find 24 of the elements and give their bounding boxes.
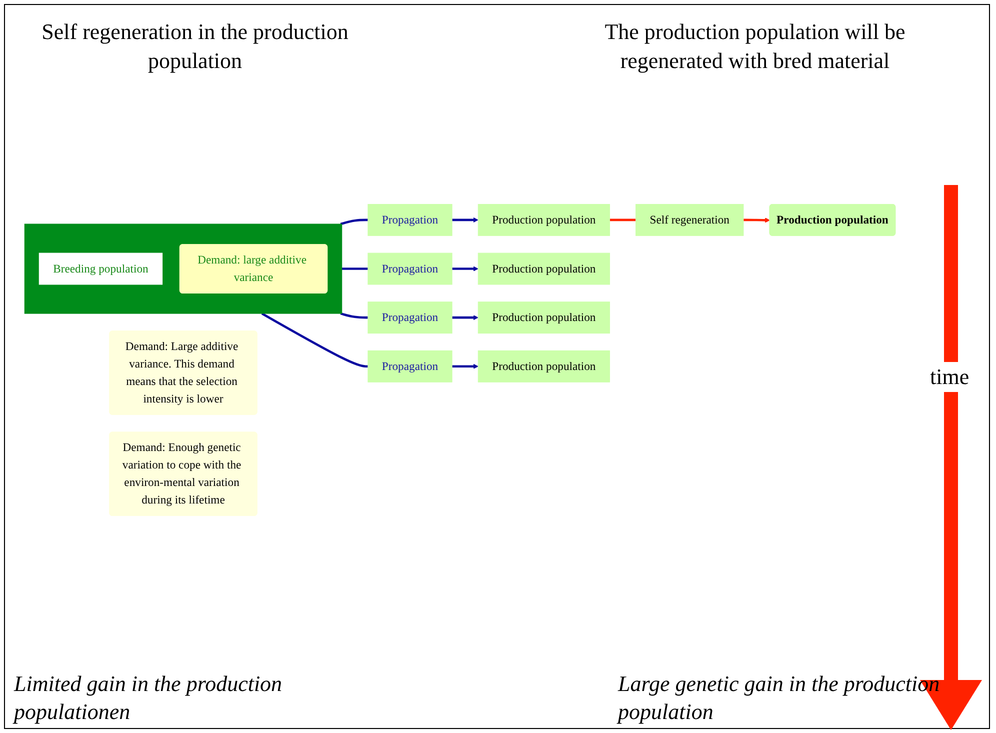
arrow xyxy=(452,266,478,272)
process-box: Breeding population xyxy=(38,252,163,285)
heading: Self regeneration in the production population xyxy=(40,18,350,75)
arrow xyxy=(743,218,770,223)
process-box: Production population xyxy=(769,204,896,236)
process-box: Propagation xyxy=(368,350,452,382)
note-text: Limited gain in the production populationen xyxy=(14,670,284,726)
process-box: Production population xyxy=(478,302,610,334)
process-box: Propagation xyxy=(368,302,452,334)
arrow xyxy=(452,364,478,369)
process-box: Production population xyxy=(478,252,610,285)
arrow xyxy=(452,217,478,223)
process-box: Demand: Large additive variance. This demand means that the selection intensity is lower xyxy=(109,330,258,415)
arrow xyxy=(452,315,478,320)
process-box: Self regeneration xyxy=(636,204,744,236)
process-box: Propagation xyxy=(368,252,452,285)
heading: The production population will be regenerated with bred material xyxy=(604,18,906,75)
process-box: Production population xyxy=(478,204,610,236)
process-box: Production population xyxy=(478,350,610,382)
axis-label: time xyxy=(930,362,970,392)
process-box: Propagation xyxy=(368,204,452,236)
process-box: Demand: large additive variance xyxy=(179,244,328,294)
note-text: Large genetic gain in the production population xyxy=(618,670,941,726)
process-box: Demand: Enough genetic variation to cope with the environ-mental variation during its lifetime xyxy=(109,432,258,516)
